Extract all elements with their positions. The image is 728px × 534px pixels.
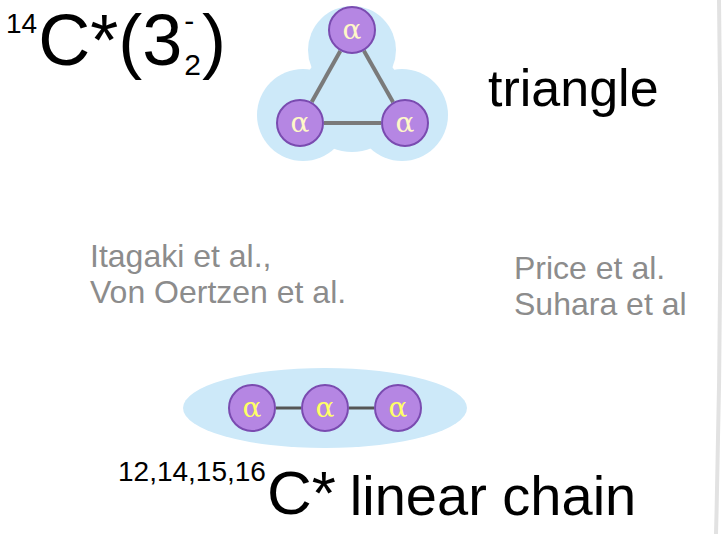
reference: Von Oertzen et al. [90,276,346,308]
reference: Suhara et al [514,288,687,320]
chain-cloud [183,368,467,448]
nucleus-symbol: C* [267,462,336,524]
mass-numbers: 12,14,15,16 [118,458,266,486]
bond-line [324,121,381,125]
particle-symbol: α [243,394,262,422]
bracket: ) [202,4,226,76]
bond-line [364,51,393,102]
particle-symbol: α [343,16,362,44]
particle-symbol: α [389,394,408,422]
state-index: 2 [184,50,201,80]
triangle-cloud [257,6,448,161]
reference: Price et al. [514,252,665,284]
parity-sign: - [184,6,194,36]
mass-number: 14 [6,10,37,38]
shape-name: triangle [488,62,659,114]
particle-symbol: α [316,394,335,422]
particle-symbol: α [291,109,310,137]
bond-line [312,51,341,102]
nucleus-symbol: C*(3 [38,4,182,76]
bond-line [349,407,374,410]
alpha-particle: α [301,384,349,432]
reference: Itagaki et al., [90,240,271,272]
shape-name: linear chain [350,468,636,524]
alpha-particle: α [228,384,276,432]
slide-edge [716,0,720,534]
alpha-particle: α [374,384,422,432]
particle-symbol: α [396,109,415,137]
alpha-particle: α [381,99,429,147]
bond-line [276,407,301,410]
alpha-particle: α [276,99,324,147]
alpha-particle: α [328,6,376,54]
